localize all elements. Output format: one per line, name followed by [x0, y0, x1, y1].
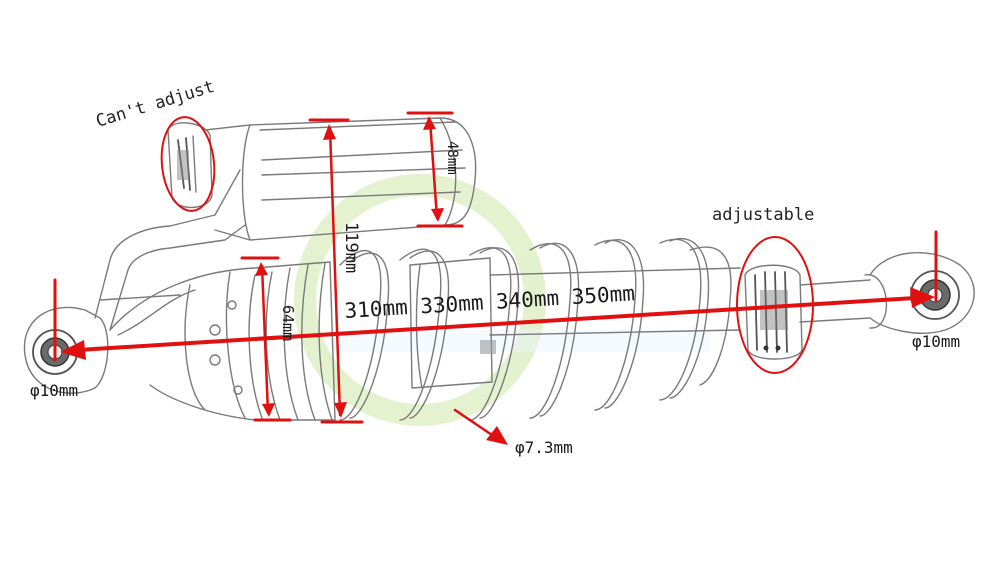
- reservoir-arm: [94, 169, 246, 336]
- body-diameter-label: 48mm: [444, 141, 460, 175]
- adjustable-label: adjustable: [712, 205, 814, 225]
- spring: [339, 237, 732, 421]
- dim-119mm: [308, 118, 364, 424]
- shock-sketch: [23, 117, 975, 421]
- reservoir-height-label: 119mm: [341, 222, 361, 273]
- dim-48mm: [406, 111, 464, 228]
- left-eye-diameter-label: φ10mm: [30, 381, 78, 400]
- watermark: [294, 174, 710, 426]
- spring-wire-arrow: [453, 408, 508, 445]
- damper-body: [109, 261, 336, 421]
- dim-64mm: [240, 256, 292, 422]
- cant-adjust-ellipse: [160, 116, 216, 212]
- spring-inner-label: 64mm: [279, 305, 297, 341]
- non-adjustable-cap: [167, 122, 213, 209]
- annotations: [53, 111, 938, 445]
- spring-wire-diameter-label: φ7.3mm: [515, 438, 573, 457]
- length-arrow: [53, 230, 938, 362]
- shaft-sleeve: [409, 257, 741, 389]
- adjustable-collar: [744, 264, 803, 360]
- right-eye-diameter-label: φ10mm: [912, 332, 960, 351]
- reservoir-cylinder: [204, 117, 477, 241]
